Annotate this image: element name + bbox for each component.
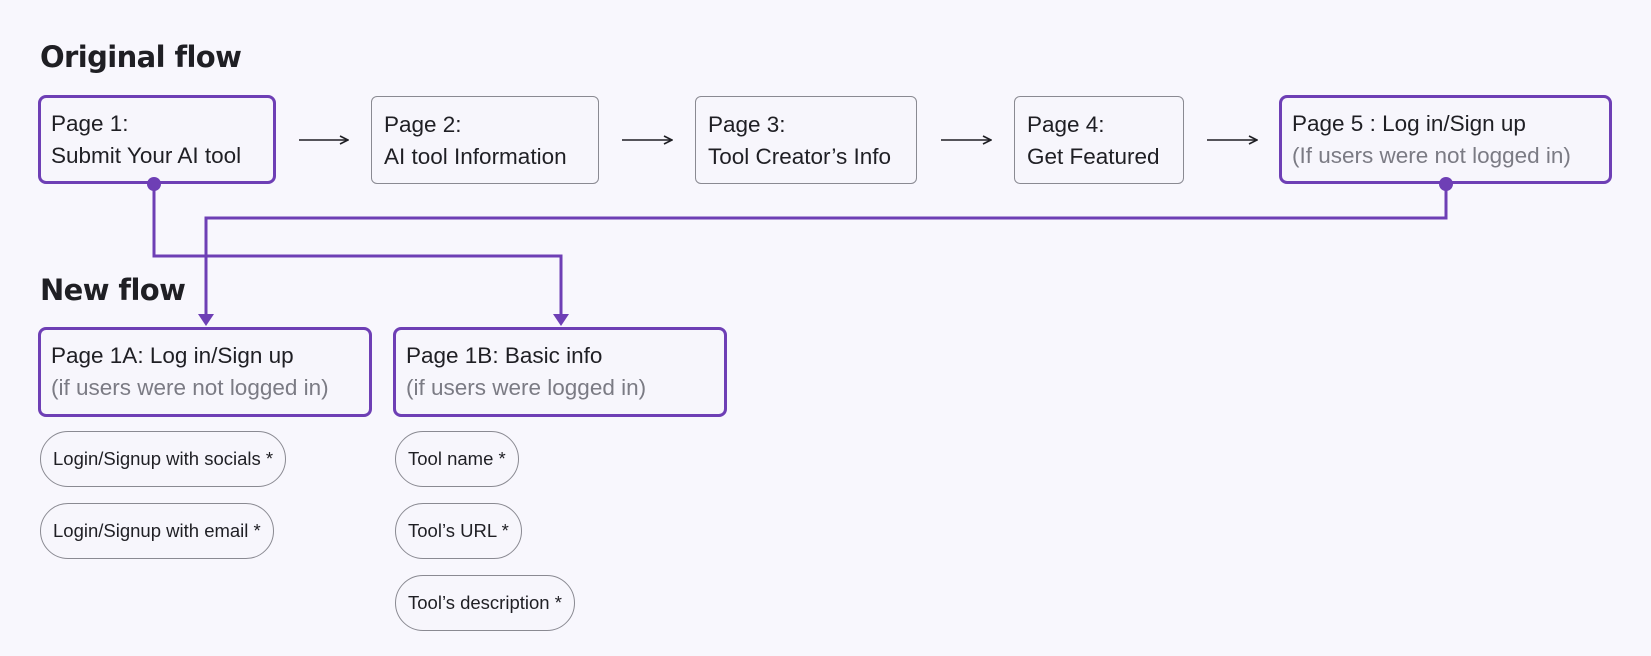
connector-page1-to-page1b (152, 184, 563, 318)
original-page-4-label: Page 4: (1027, 112, 1105, 137)
arrowhead-page1a (198, 314, 214, 326)
arrowhead-page1b (553, 314, 569, 326)
connector-page5-to-page1a (204, 184, 1448, 318)
original-page-3-node: Page 3: Tool Creator’s Info (695, 96, 917, 184)
new-page-1a-node: Page 1A: Log in/Sign up (if users were n… (38, 327, 372, 417)
new-page-1b-condition: (if users were logged in) (406, 375, 647, 400)
tool-url-pill: Tool’s URL * (395, 503, 522, 559)
original-page-1-node: Page 1: Submit Your AI tool (38, 95, 276, 184)
new-page-1b-title: Page 1B: Basic info (406, 343, 603, 368)
original-flow-title: Original flow (40, 40, 242, 74)
original-page-5-condition: (If users were not logged in) (1292, 143, 1571, 168)
tool-name-pill: Tool name * (395, 431, 519, 487)
original-page-2-node: Page 2: AI tool Information (371, 96, 599, 184)
login-socials-pill: Login/Signup with socials * (40, 431, 287, 487)
new-flow-title: New flow (40, 273, 186, 307)
original-page-3-label: Page 3: (708, 112, 786, 137)
original-page-1-title: Submit Your AI tool (51, 143, 242, 168)
login-email-pill: Login/Signup with email * (40, 503, 274, 559)
original-page-4-title: Get Featured (1027, 144, 1160, 169)
new-page-1a-condition: (if users were not logged in) (51, 375, 329, 400)
tool-description-pill: Tool’s description * (395, 575, 575, 631)
original-page-3-title: Tool Creator’s Info (708, 144, 892, 169)
original-page-4-node: Page 4: Get Featured (1014, 96, 1184, 184)
original-page-5-node: Page 5 : Log in/Sign up (If users were n… (1279, 95, 1612, 184)
new-page-1a-title: Page 1A: Log in/Sign up (51, 343, 294, 368)
original-page-1-label: Page 1: (51, 111, 129, 136)
original-page-2-label: Page 2: (384, 112, 462, 137)
new-page-1b-node: Page 1B: Basic info (if users were logge… (393, 327, 727, 417)
original-page-2-title: AI tool Information (384, 144, 567, 169)
original-page-5-label: Page 5 : Log in/Sign up (1292, 111, 1526, 136)
